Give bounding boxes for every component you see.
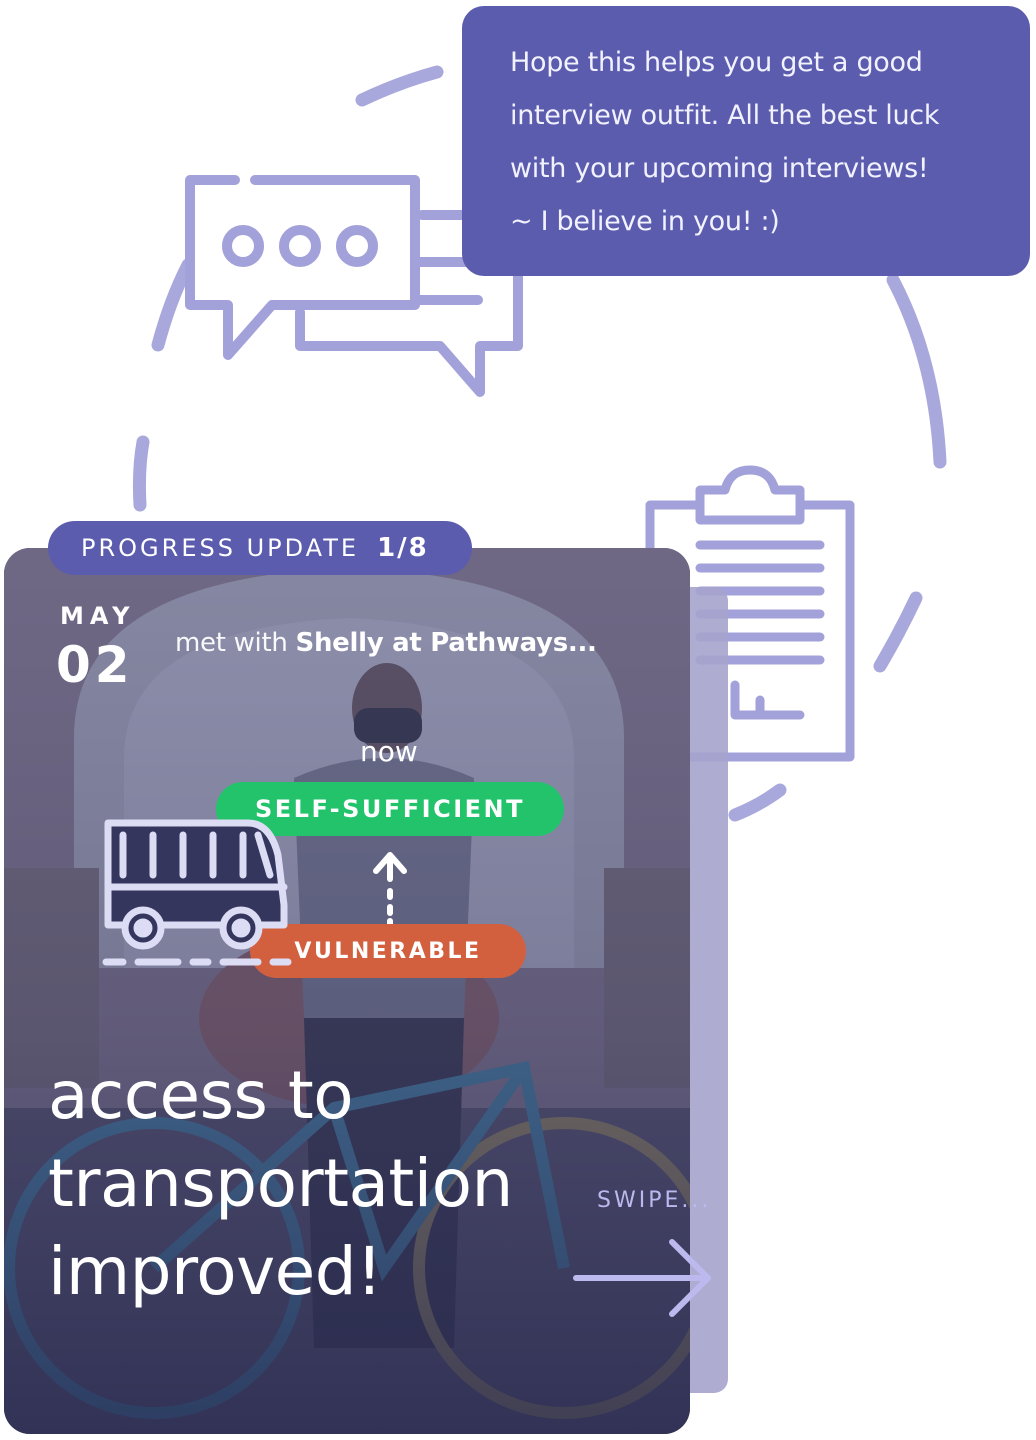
- update-day: 02: [56, 636, 134, 694]
- headline-line: access to: [48, 1057, 354, 1134]
- met-with-contact: Shelly at Pathways...: [295, 628, 597, 658]
- met-with-prefix: met with: [175, 628, 296, 658]
- arrow-up-icon: [373, 852, 407, 927]
- update-month: MAY: [60, 602, 136, 630]
- progress-counter: 1/8: [377, 533, 429, 563]
- progress-update-card[interactable]: [4, 548, 690, 1434]
- swipe-arrow-icon[interactable]: [572, 1236, 714, 1320]
- message-line: Hope this helps you get a good: [510, 47, 923, 78]
- update-photo: [4, 548, 690, 1434]
- message-line: with your upcoming interviews!: [510, 153, 929, 184]
- encouragement-message-bubble: Hope this helps you get a good interview…: [462, 6, 1030, 276]
- met-with-line[interactable]: met with Shelly at Pathways...: [175, 628, 597, 658]
- bus-icon: [102, 819, 292, 966]
- headline-line: improved!: [48, 1233, 383, 1310]
- headline-line: transportation: [48, 1145, 513, 1222]
- status-before-badge: VULNERABLE: [250, 924, 526, 978]
- progress-update-badge: PROGRESS UPDATE 1/8: [48, 521, 472, 575]
- message-line: ~ I believe in you! :): [510, 206, 780, 237]
- update-headline: access to transportation improved!: [48, 1052, 568, 1316]
- now-label: now: [360, 735, 418, 768]
- status-now-badge: SELF-SUFFICIENT: [216, 782, 564, 836]
- progress-update-label: PROGRESS UPDATE: [81, 534, 360, 562]
- message-line: interview outfit. All the best luck: [510, 100, 940, 131]
- swipe-label: SWIPE...: [597, 1188, 712, 1213]
